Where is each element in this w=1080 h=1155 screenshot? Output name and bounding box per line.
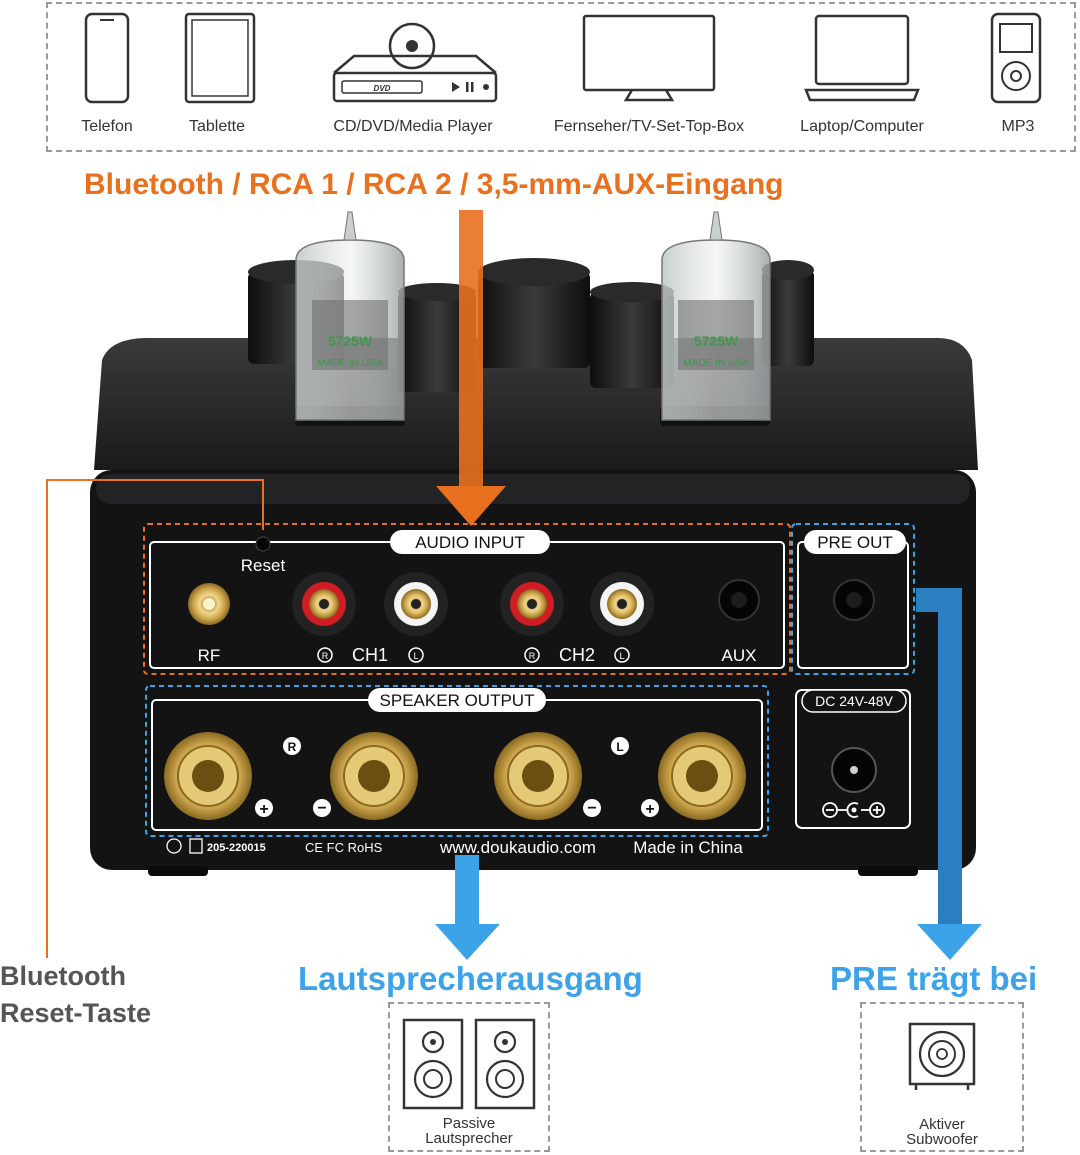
input-arrow bbox=[459, 210, 483, 492]
dvd-badge: DVD bbox=[374, 84, 391, 93]
mp3-player-icon bbox=[990, 12, 1042, 104]
passive-speaker-box: Passive Lautsprecher bbox=[388, 1002, 550, 1152]
tube-marking-origin: MADE IN USA bbox=[683, 358, 748, 369]
rca-ch1-right-jack[interactable] bbox=[292, 572, 356, 636]
speaker-output-highlight bbox=[145, 685, 769, 837]
polarity-center-icon bbox=[846, 802, 859, 818]
vacuum-tube-left: 5725W MADE IN USA bbox=[295, 211, 405, 426]
pre-out-label: PRE OUT bbox=[817, 533, 893, 552]
speaker-l-plus-terminal[interactable] bbox=[658, 732, 746, 820]
input-headline: Bluetooth / RCA 1 / RCA 2 / 3,5-mm-AUX-E… bbox=[84, 168, 784, 201]
speaker-r-mark: R bbox=[288, 740, 297, 754]
reset-button[interactable] bbox=[255, 536, 271, 552]
passive-speaker-label-line2: Lautsprecher bbox=[425, 1130, 513, 1147]
knob bbox=[398, 292, 476, 392]
back-panel bbox=[90, 470, 976, 870]
input-arrow-head bbox=[436, 486, 506, 526]
laptop-icon bbox=[804, 14, 920, 102]
speaker-l-mark: L bbox=[616, 740, 623, 754]
reset-label: Reset bbox=[241, 556, 286, 575]
plus-mark: + bbox=[645, 801, 654, 818]
rca-ch1-left-jack[interactable] bbox=[384, 572, 448, 636]
ch1-r-mark: R bbox=[322, 651, 329, 661]
website-text: www.doukaudio.com bbox=[439, 838, 596, 857]
reset-headline-line1: Bluetooth bbox=[0, 961, 126, 991]
made-in-text: Made in China bbox=[633, 838, 743, 857]
device-label-tv: Fernseher/TV-Set-Top-Box bbox=[553, 118, 745, 135]
plus-mark: + bbox=[259, 801, 268, 818]
tv-icon bbox=[582, 14, 716, 102]
pre-out-highlight bbox=[791, 523, 915, 675]
ch1-l-mark: L bbox=[413, 651, 418, 661]
reset-headline-line2: Reset-Taste bbox=[0, 998, 152, 1028]
cert-number: 205-220015 bbox=[207, 842, 266, 854]
certification-mark-icon bbox=[166, 838, 182, 854]
knob bbox=[762, 270, 814, 366]
speaker-arrow-head bbox=[435, 924, 500, 960]
audio-input-highlight bbox=[143, 523, 791, 675]
device-label-mp3: MP3 bbox=[1001, 118, 1035, 135]
rca-ch2-right-jack[interactable] bbox=[500, 572, 564, 636]
speaker-output-label: SPEAKER OUTPUT bbox=[380, 691, 535, 710]
reset-leader-line bbox=[46, 479, 264, 958]
speaker-icon bbox=[402, 1018, 536, 1110]
device-label-laptop: Laptop/Computer bbox=[800, 118, 924, 135]
active-sub-label-line2: Subwoofer bbox=[906, 1131, 978, 1148]
speaker-r-minus-terminal[interactable] bbox=[330, 732, 418, 820]
subwoofer-icon bbox=[908, 1022, 976, 1090]
pre-headline: PRE trägt bei bbox=[830, 960, 1038, 997]
knob bbox=[590, 292, 674, 388]
ch2-label: CH2 bbox=[559, 645, 595, 665]
pre-out-arrow-head bbox=[917, 924, 982, 960]
active-sub-label-line1: Aktiver bbox=[919, 1116, 965, 1133]
device-label-phone: Telefon bbox=[81, 118, 133, 135]
rca-ch2-left-jack[interactable] bbox=[590, 572, 654, 636]
audio-input-label: AUDIO INPUT bbox=[415, 533, 525, 552]
tube-marking: 5725W bbox=[328, 333, 373, 349]
dvd-player-icon: DVD bbox=[332, 22, 498, 103]
polarity-plus-icon bbox=[869, 802, 885, 818]
ch2-r-mark: R bbox=[529, 651, 536, 661]
smartphone-icon bbox=[84, 12, 130, 104]
aux-label: AUX bbox=[722, 646, 757, 665]
tube-marking: 5725W bbox=[694, 333, 739, 349]
dc-label: DC 24V-48V bbox=[815, 693, 893, 709]
speaker-l-minus-terminal[interactable] bbox=[494, 732, 582, 820]
ch2-l-mark: L bbox=[619, 651, 624, 661]
minus-mark: − bbox=[317, 800, 326, 817]
device-label-tablet: Tablette bbox=[188, 118, 246, 135]
knob bbox=[478, 272, 590, 368]
tube-marking-origin: MADE IN USA bbox=[317, 358, 382, 369]
speaker-r-plus-terminal[interactable] bbox=[164, 732, 252, 820]
ch1-label: CH1 bbox=[352, 645, 388, 665]
reset-headline: Bluetooth Reset-Taste bbox=[0, 958, 151, 1032]
source-devices-strip bbox=[46, 2, 1076, 152]
passive-speaker-label-line1: Passive bbox=[442, 1115, 496, 1132]
rf-label: RF bbox=[198, 646, 221, 665]
speaker-arrow bbox=[455, 855, 479, 929]
speaker-headline: Lautsprecherausgang bbox=[298, 960, 643, 997]
vacuum-tube-right: 5725W MADE IN USA bbox=[660, 211, 771, 426]
active-subwoofer-box: Aktiver Subwoofer bbox=[860, 1002, 1024, 1152]
device-label-dvd: CD/DVD/Media Player bbox=[333, 118, 493, 135]
cert-marks: CE FC RoHS bbox=[305, 840, 383, 855]
tablet-icon bbox=[184, 12, 256, 104]
minus-mark: − bbox=[587, 800, 596, 817]
pre-out-arrow bbox=[916, 588, 962, 930]
